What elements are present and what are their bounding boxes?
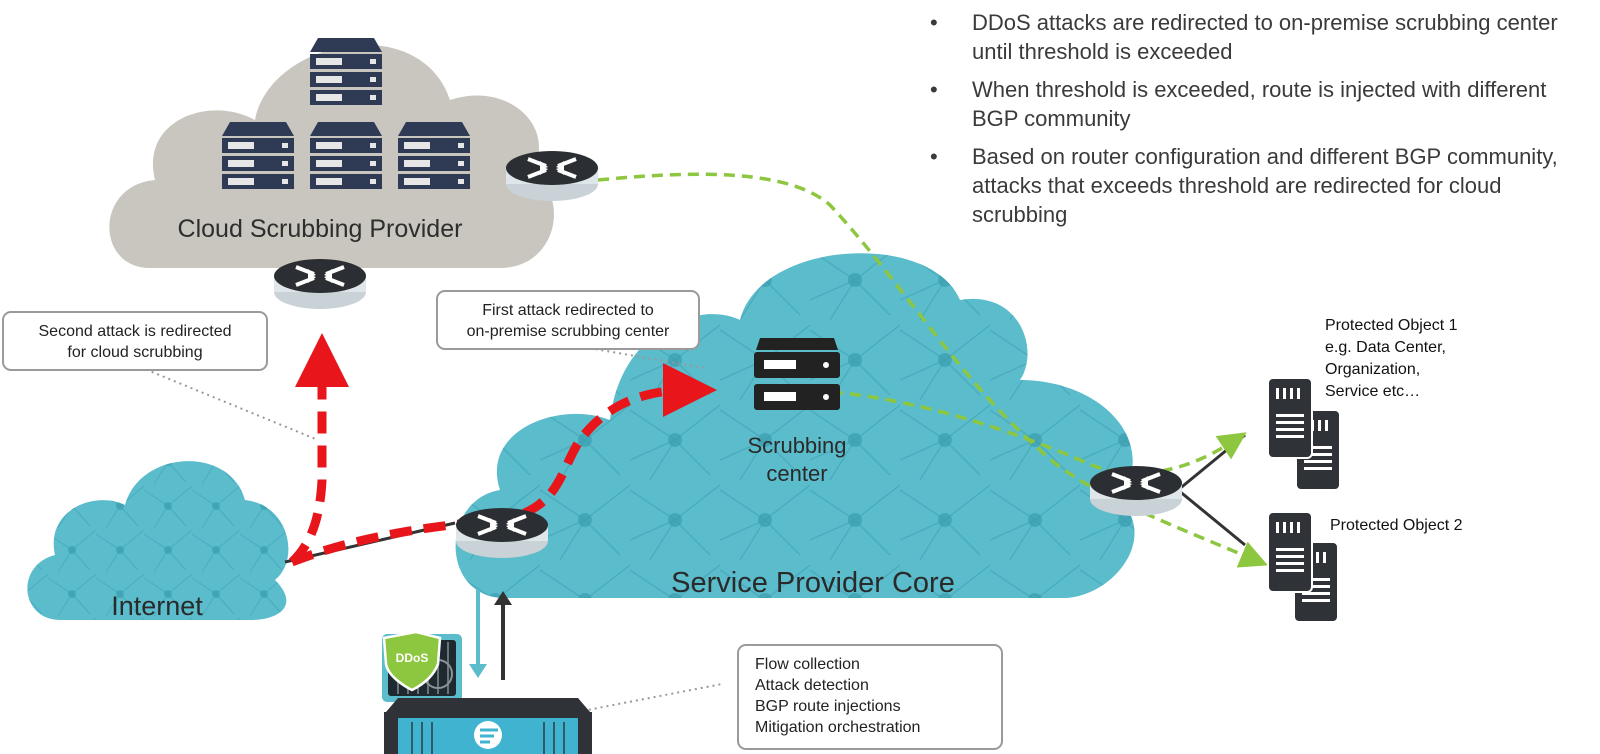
router-arrows-icon	[295, 265, 345, 287]
attack-traffic-paths	[288, 333, 717, 567]
callout-second-attack-line1: Second attack is redirected	[38, 323, 232, 340]
cloud-server-rack-group	[222, 38, 470, 189]
router-arrows-icon	[1111, 472, 1161, 494]
protected-object1-desc3: Service etc…	[1325, 383, 1420, 400]
callout-appliance-functions: Flow collection Attack detection BGP rou…	[737, 644, 1003, 750]
callout-second-attack-line2: for cloud scrubbing	[67, 344, 203, 361]
red-path-to-scrubbing-center	[290, 363, 717, 567]
bullet-item: • DDoS attacks are redirected to on-premi…	[930, 8, 1590, 66]
cloud-server-rack-right	[398, 122, 470, 189]
internet-cloud	[27, 461, 289, 620]
cloud-server-rack-left	[222, 122, 294, 189]
bullet-text-2: When threshold is exceeded, route is inj…	[972, 77, 1547, 131]
function-bgp-route-injections: BGP route injections	[755, 698, 901, 715]
bullet-dot-icon: •	[930, 144, 938, 169]
protected-server-group	[1267, 377, 1341, 623]
bullet-text-3: Based on router configuration and differ…	[972, 144, 1558, 227]
function-flow-collection: Flow collection	[755, 656, 860, 673]
protected-object1-desc2: Organization,	[1325, 361, 1420, 378]
scrubbing-center-device	[754, 338, 840, 410]
appliance-router-arrows	[469, 590, 512, 680]
link-router-object2	[1177, 488, 1246, 547]
green-path-scrubbing-to-object1	[831, 390, 1247, 475]
router-arrows-icon	[477, 514, 527, 536]
protected-object2-label: Protected Object 2	[1330, 517, 1463, 534]
protected-object2-server-front	[1267, 511, 1313, 593]
cloud-server-rack-top	[310, 38, 382, 105]
router-sp-edge	[456, 508, 548, 558]
protected-object1-label: Protected Object 1	[1325, 317, 1458, 334]
router-sp-egress	[1090, 466, 1182, 516]
cloud-server-rack-middle	[310, 122, 382, 189]
ddos-badge-text: DDoS	[396, 651, 429, 665]
callout-second-attack: Second attack is redirected for cloud sc…	[2, 311, 268, 371]
shield-icon	[382, 630, 442, 692]
ddos-protection-badge: DDoS	[382, 630, 462, 702]
bullet-text-1: DDoS attacks are redirected to on-premis…	[972, 10, 1558, 64]
router-group	[274, 151, 1182, 558]
service-provider-core-cloud	[455, 253, 1135, 599]
function-attack-detection: Attack detection	[755, 677, 869, 694]
router-cloud-provider-right	[506, 151, 598, 201]
key-points-list: • DDoS attacks are redirected to on-premi…	[930, 8, 1590, 238]
callout-first-attack-line1: First attack redirected to	[482, 302, 654, 319]
callout-first-attack: First attack redirected to on-premise sc…	[436, 290, 700, 350]
cloud-scrubbing-provider-label: Cloud Scrubbing Provider	[178, 215, 463, 243]
leader-appliance	[576, 683, 723, 713]
red-path-to-cloud-scrubbing	[288, 333, 349, 566]
bullet-item: • When threshold is exceeded, route is in…	[930, 75, 1590, 133]
service-provider-core-label: Service Provider Core	[671, 567, 955, 599]
callout-first-attack-line2: on-premise scrubbing center	[466, 323, 670, 340]
router-arrows-icon	[527, 157, 577, 179]
scrubbing-center-label-line1: Scrubbing	[747, 433, 846, 458]
function-mitigation-orchestration: Mitigation orchestration	[755, 719, 921, 736]
scrubbing-center-label-line2: center	[766, 461, 827, 486]
bullet-item: • Based on router configuration and diffe…	[930, 142, 1590, 229]
protected-object1-server-front	[1267, 377, 1313, 459]
bullet-dot-icon: •	[930, 10, 938, 35]
protected-object1-desc1: e.g. Data Center,	[1325, 339, 1446, 356]
mitigation-appliance	[384, 698, 592, 754]
leader-second-attack	[134, 364, 319, 441]
internet-label: Internet	[111, 591, 203, 621]
bullet-dot-icon: •	[930, 77, 938, 102]
router-cloud-provider-bottom	[274, 259, 366, 309]
